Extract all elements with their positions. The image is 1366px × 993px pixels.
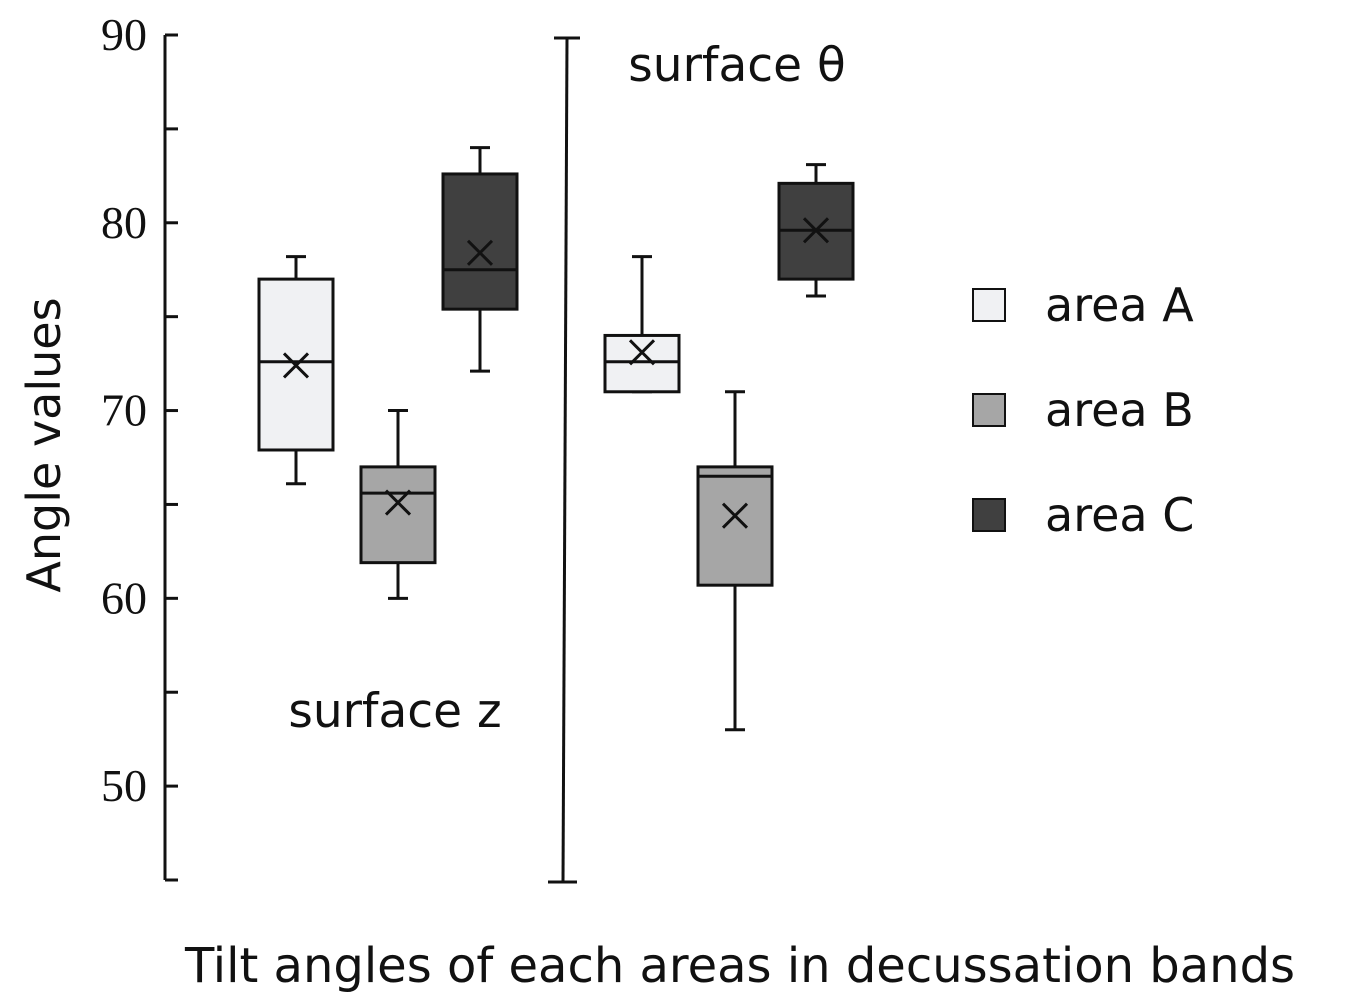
y-axis: 50 60 70 80 90 xyxy=(101,9,178,882)
iqr-box xyxy=(441,172,519,311)
boxes xyxy=(257,146,855,732)
y-tick-label: 80 xyxy=(101,197,147,248)
legend-item-area-a: area A xyxy=(972,278,1194,332)
iqr-box xyxy=(359,465,437,565)
panel-divider xyxy=(548,36,580,884)
mean-marker xyxy=(721,502,749,529)
mean-marker xyxy=(628,339,656,366)
mean-marker xyxy=(384,489,412,516)
mean-marker xyxy=(466,239,494,266)
legend-item-area-c: area C xyxy=(972,488,1194,542)
iqr-box xyxy=(603,333,681,394)
box-area-a xyxy=(257,255,335,486)
panel-label-surface-theta: surface θ xyxy=(628,38,845,93)
box-area-b xyxy=(359,409,437,600)
legend-label: area B xyxy=(1045,383,1194,437)
box-area-b xyxy=(696,390,774,732)
box-area-c xyxy=(777,163,855,298)
x-axis-label: Tilt angles of each areas in decussation… xyxy=(184,938,1295,993)
y-axis-label: Angle values xyxy=(17,297,71,592)
panel-label-surface-z: surface z xyxy=(288,684,501,739)
legend-swatch xyxy=(972,288,1006,322)
y-tick-label: 90 xyxy=(101,9,147,60)
legend-swatch xyxy=(972,498,1006,532)
box-area-c xyxy=(441,146,519,373)
legend-label: area C xyxy=(1045,488,1194,542)
iqr-box xyxy=(696,465,774,587)
legend: area A area B area C xyxy=(972,278,1194,542)
y-tick-label: 50 xyxy=(101,760,147,811)
divider-line xyxy=(561,37,569,883)
box-area-a xyxy=(603,255,681,394)
y-tick-label: 60 xyxy=(101,572,147,623)
legend-swatch xyxy=(972,393,1006,427)
mean-marker xyxy=(282,352,310,379)
y-tick-label: 70 xyxy=(101,385,147,436)
mean-marker xyxy=(802,217,830,244)
legend-label: area A xyxy=(1045,278,1194,332)
legend-item-area-b: area B xyxy=(972,383,1194,437)
